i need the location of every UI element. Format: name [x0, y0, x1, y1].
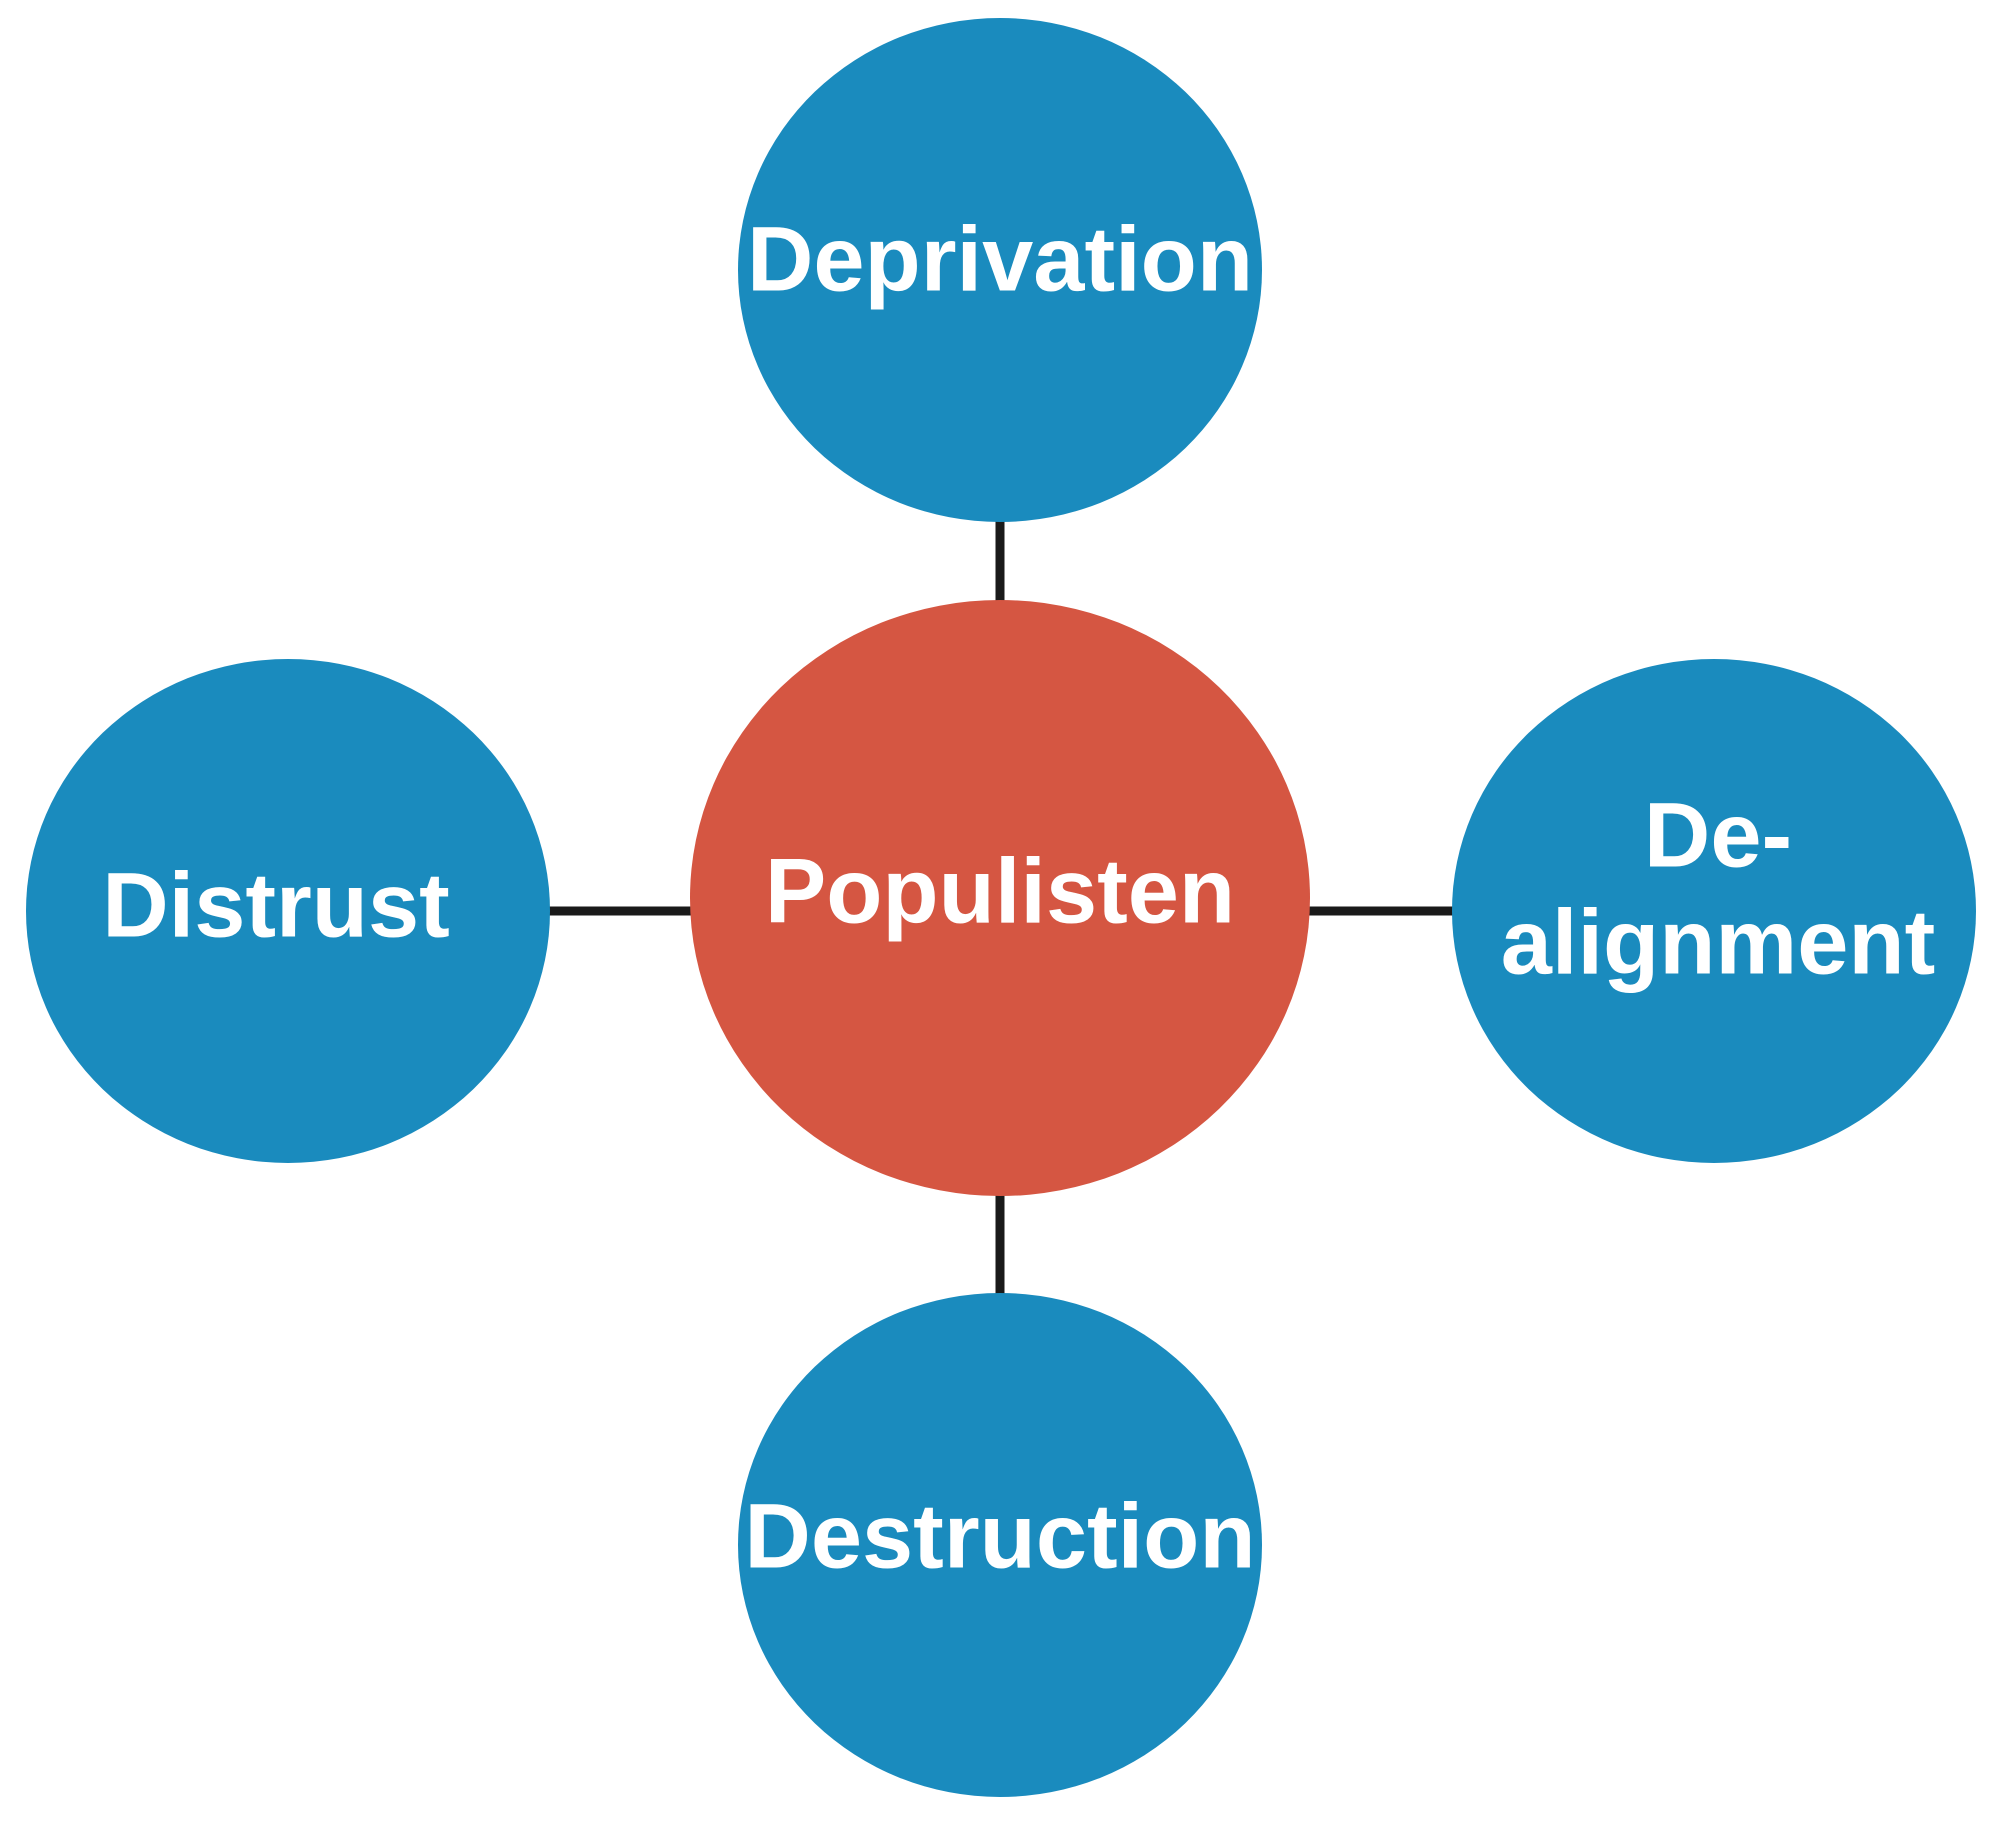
node-left-circle [26, 659, 550, 1163]
node-left: Distrust [26, 659, 550, 1163]
node-top-label: Deprivation [747, 208, 1253, 310]
node-right-label-line1: De- [1644, 784, 1792, 886]
node-center-circle [690, 600, 1310, 1196]
node-bottom: Destruction [738, 1293, 1262, 1797]
node-top-circle [738, 18, 1262, 522]
node-bottom-label: Destruction [744, 1485, 1255, 1587]
node-right-circle [1452, 659, 1976, 1163]
node-center-label: Populisten [765, 840, 1235, 942]
node-right: De- alignment [1452, 659, 1976, 1163]
node-center: Populisten [690, 600, 1310, 1196]
node-bottom-circle [738, 1293, 1262, 1797]
node-right-label-line2: alignment [1501, 891, 1935, 993]
node-left-label: Distrust [102, 854, 450, 956]
node-top: Deprivation [738, 18, 1262, 522]
